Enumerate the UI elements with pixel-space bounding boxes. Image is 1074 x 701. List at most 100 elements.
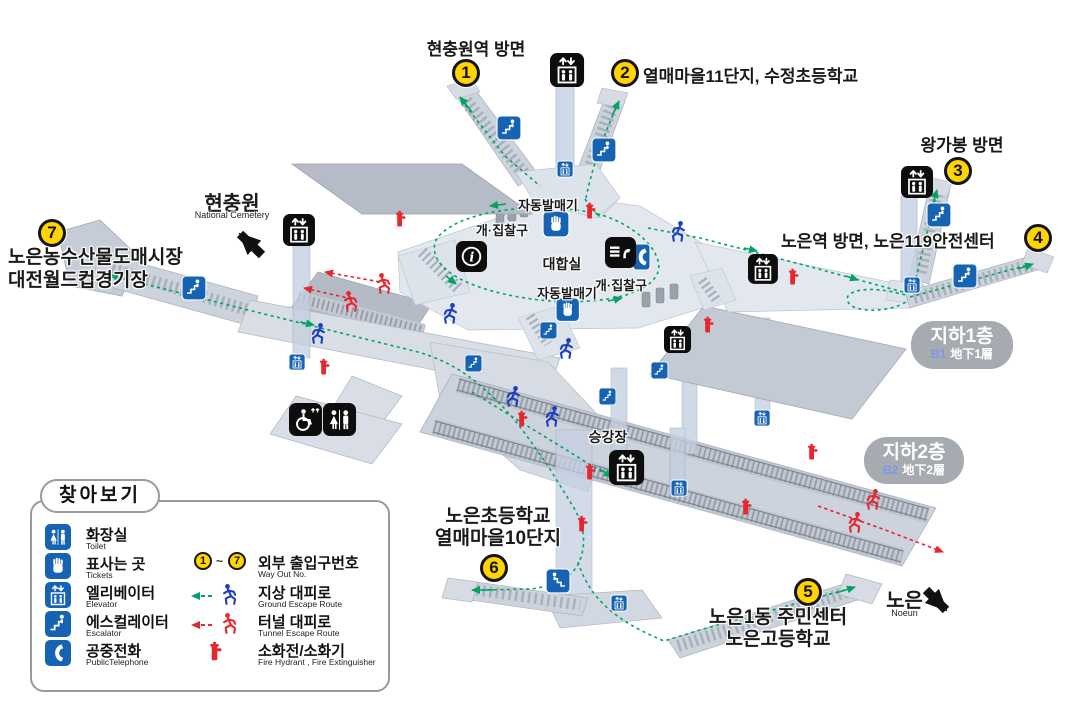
ticket-machine-icon — [555, 297, 580, 322]
exit5-number: 5 — [794, 578, 822, 606]
exit2-label: 열매마을11단지, 수정초등학교 — [643, 67, 859, 86]
escalator-icon — [496, 115, 522, 141]
public-telephone-icon — [45, 640, 71, 666]
svg-text:i: i — [469, 250, 474, 265]
noeun-arrow — [922, 586, 950, 614]
legend-escalator-en: Escalator — [86, 628, 122, 638]
exit6-tip — [441, 577, 479, 603]
exit6-number: 6 — [480, 554, 508, 582]
mezzanine-roof-plate — [290, 163, 534, 215]
elevator-icon — [550, 53, 585, 88]
elevator-icon — [748, 254, 778, 284]
escalator-icon — [598, 387, 617, 406]
concourse-west-stairs — [397, 239, 471, 306]
legend-wayout-ko: 외부 출입구번호 — [258, 555, 359, 572]
legend-phone-en: PublicTelephone — [86, 657, 149, 667]
ticket-machine-icon — [542, 210, 570, 238]
accessible-toilet-icon — [289, 403, 322, 436]
concourse-southeast-stairs — [689, 267, 737, 311]
gates-label-upper: 개·집찰구 — [475, 223, 529, 238]
legend-tickets-en: Tickets — [86, 570, 113, 580]
stairs-down-icon — [545, 568, 571, 594]
legend-ground-en: Ground Escape Route — [258, 599, 343, 609]
exit7-number: 7 — [38, 219, 66, 247]
exit4-label: 노은역 방면, 노은119안전센터 — [781, 232, 995, 251]
exit7-label: 노은농수산물도매시장 대전월드컵경기장 — [8, 247, 183, 291]
legend-tunnel-en: Tunnel Escape Route — [258, 628, 340, 638]
escalator-icon — [952, 263, 978, 289]
elevator-icon — [45, 582, 71, 608]
legend-toilet-ko: 화장실 — [86, 527, 128, 544]
cemetery-direction-ko: 현충원 — [204, 193, 260, 215]
elevator-icon-small — [903, 276, 921, 294]
elevator-icon-small — [670, 479, 688, 497]
exit1-number: 1 — [452, 59, 480, 87]
elevator-icon-small — [288, 353, 306, 371]
exit2-number: 2 — [611, 59, 639, 87]
exit3-number: 3 — [944, 157, 972, 185]
legend-elevator-en: Elevator — [86, 599, 118, 609]
elevator-icon — [609, 450, 645, 486]
fire-hydrant-icon — [208, 641, 222, 662]
platform-track-south — [431, 418, 905, 566]
toilet-icon — [323, 403, 357, 437]
ticket-machine-label-upper: 자동발매기 — [518, 198, 578, 213]
info-icon: i — [456, 241, 487, 272]
escalator-icon — [45, 611, 71, 637]
elevator-icon — [664, 326, 692, 354]
elevator-icon — [283, 214, 315, 246]
platform-label: 승강장 — [588, 429, 628, 445]
legend-escalator-ko: 에스컬레이터 — [86, 614, 169, 631]
gates-label-lower: 개·집찰구 — [594, 278, 648, 293]
legend-tunnel-ko: 터널 대피로 — [258, 614, 332, 631]
legend-fire-en: Fire Hydrant , Fire Extinguisher — [258, 657, 376, 667]
ticket-gates-lower — [641, 283, 679, 308]
ticket-office-icon — [605, 237, 636, 268]
noeun-direction-en: Noeun — [891, 608, 918, 618]
elevator-icon-small — [610, 594, 628, 612]
legend-fire-ko: 소화전/소화기 — [258, 643, 345, 660]
way-out-tilde: ~ — [216, 554, 224, 568]
escalator-icon — [539, 321, 558, 340]
legend-phone-ko: 공중전화 — [86, 643, 142, 660]
elevator-icon-small — [556, 160, 574, 178]
escalator-icon — [591, 137, 617, 163]
tunnel-escape-glyph — [191, 612, 237, 634]
cemetery-arrow — [236, 230, 266, 259]
tickets-icon — [45, 553, 71, 579]
top-junction-landing — [515, 163, 621, 219]
legend-ground-ko: 지상 대피로 — [258, 585, 332, 602]
legend-toilet-en: Toilet — [86, 541, 106, 551]
escalator-icon — [650, 361, 669, 380]
elevator-icon — [901, 166, 933, 198]
exit5-tip — [837, 573, 883, 605]
ticket-machine-label-lower: 자동발매기 — [537, 286, 597, 301]
tunnel-escape-routes — [303, 269, 944, 553]
legend-tickets-ko: 표사는 곳 — [86, 556, 146, 573]
cemetery-direction-en: National Cemetery — [194, 210, 270, 220]
b1-korean: 지하1층 — [930, 326, 994, 347]
ground-escape-glyph — [191, 583, 237, 605]
exit4-number: 4 — [1024, 224, 1052, 252]
exit5-label: 노은1동 주민센터 노은고등학교 — [708, 607, 848, 650]
b2-korean: 지하2층 — [882, 442, 946, 463]
waiting-room-label: 대합실 — [542, 256, 582, 272]
noeun-direction-ko: 노은 — [886, 590, 923, 612]
escalator-icon — [181, 275, 207, 301]
legend-title: 찾아보기 — [40, 479, 160, 513]
exit6-label: 노은초등학교 열매마을10단지 — [434, 506, 561, 549]
exit3-label: 왕가봉 방면 — [920, 136, 1004, 155]
way-out-number-last: 7 — [228, 552, 246, 570]
legend-wayout-en: Way Out No. — [258, 569, 307, 579]
exit1-label: 현충원역 방면 — [426, 40, 526, 59]
exit2-tip — [596, 87, 629, 109]
way-out-number-first: 1 — [194, 552, 212, 570]
escalator-icon — [926, 202, 952, 228]
legend-elevator-ko: 엘리베이터 — [86, 585, 156, 602]
